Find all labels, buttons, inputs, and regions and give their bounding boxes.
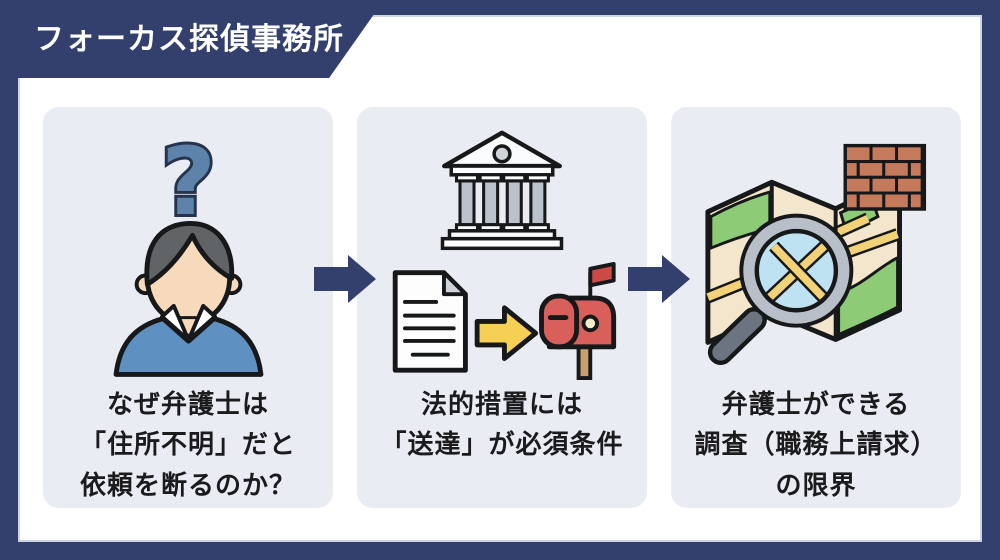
step-text-line: の限界 xyxy=(775,470,857,501)
confused-man-icon: ? xyxy=(113,127,263,377)
step3-icon-area xyxy=(693,119,939,385)
flow-arrow-icon xyxy=(314,255,376,303)
step-text-line: 「住所不明」だと xyxy=(79,430,296,461)
step2-caption: 法的措置には 「送達」が必須条件 xyxy=(380,385,623,466)
document-to-mailbox-icons xyxy=(392,261,617,380)
header-badge: フォーカス探偵事務所 xyxy=(18,0,384,78)
magnifier-icon xyxy=(707,213,854,366)
brick-wall-icon xyxy=(843,143,927,211)
step-text-line: 法的措置には xyxy=(420,390,583,420)
step2-icon-area xyxy=(387,119,617,385)
mailbox-icon xyxy=(539,261,617,380)
step-panel-question: ? なぜ弁護士は 「住所不明」だと 依頼を断るのか？ xyxy=(43,107,333,508)
map-search-wall-icon xyxy=(705,143,927,366)
document-icon xyxy=(392,270,468,373)
question-mark-icon: ? xyxy=(161,128,216,237)
step3-caption: 弁護士ができる 調査（職務上請求） の限界 xyxy=(694,385,937,506)
courthouse-icon xyxy=(440,130,564,251)
step-text-line: 依頼を断るのか？ xyxy=(79,470,296,501)
step-text-line: 調査（職務上請求） xyxy=(694,430,938,461)
step-text-line: 「送達」が必須条件 xyxy=(380,430,624,461)
step-panel-investigation-limit: 弁護士ができる 調査（職務上請求） の限界 xyxy=(671,107,961,508)
step1-caption: なぜ弁護士は 「住所不明」だと 依頼を断るのか？ xyxy=(80,385,296,506)
step-text-line: 弁護士ができる xyxy=(721,390,911,420)
send-arrow-icon xyxy=(474,305,539,361)
step1-icon-area: ? xyxy=(71,119,306,385)
page-title: フォーカス探偵事務所 xyxy=(34,22,344,57)
step-text-line: なぜ弁護士は xyxy=(106,390,269,420)
step-panel-legal-service: 法的措置には 「送達」が必須条件 xyxy=(357,107,647,508)
flow-arrow-icon xyxy=(628,255,690,303)
